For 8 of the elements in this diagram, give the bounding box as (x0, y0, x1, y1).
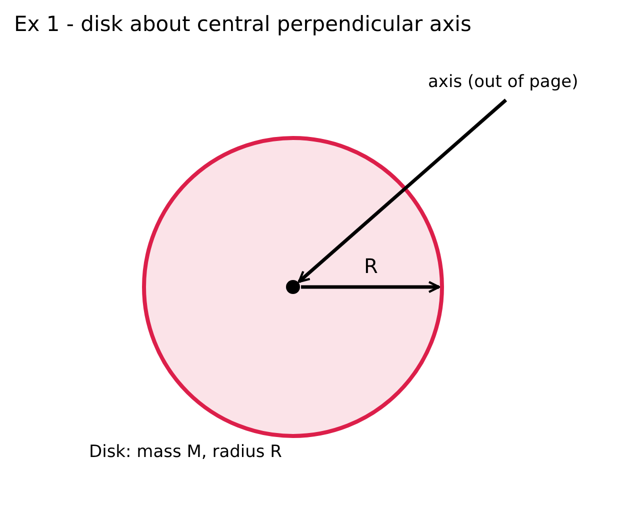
center-point (286, 280, 300, 294)
disk (142, 136, 444, 438)
axis-label: axis (out of page) (428, 72, 580, 92)
radius-label: R (364, 254, 378, 278)
radius-arrow (301, 280, 440, 294)
leader-arrow (298, 98, 508, 284)
diagram-title: Ex 1 - disk about central perpendicular axis (14, 12, 472, 36)
disk-caption: Disk: mass M, radius R (89, 442, 282, 462)
